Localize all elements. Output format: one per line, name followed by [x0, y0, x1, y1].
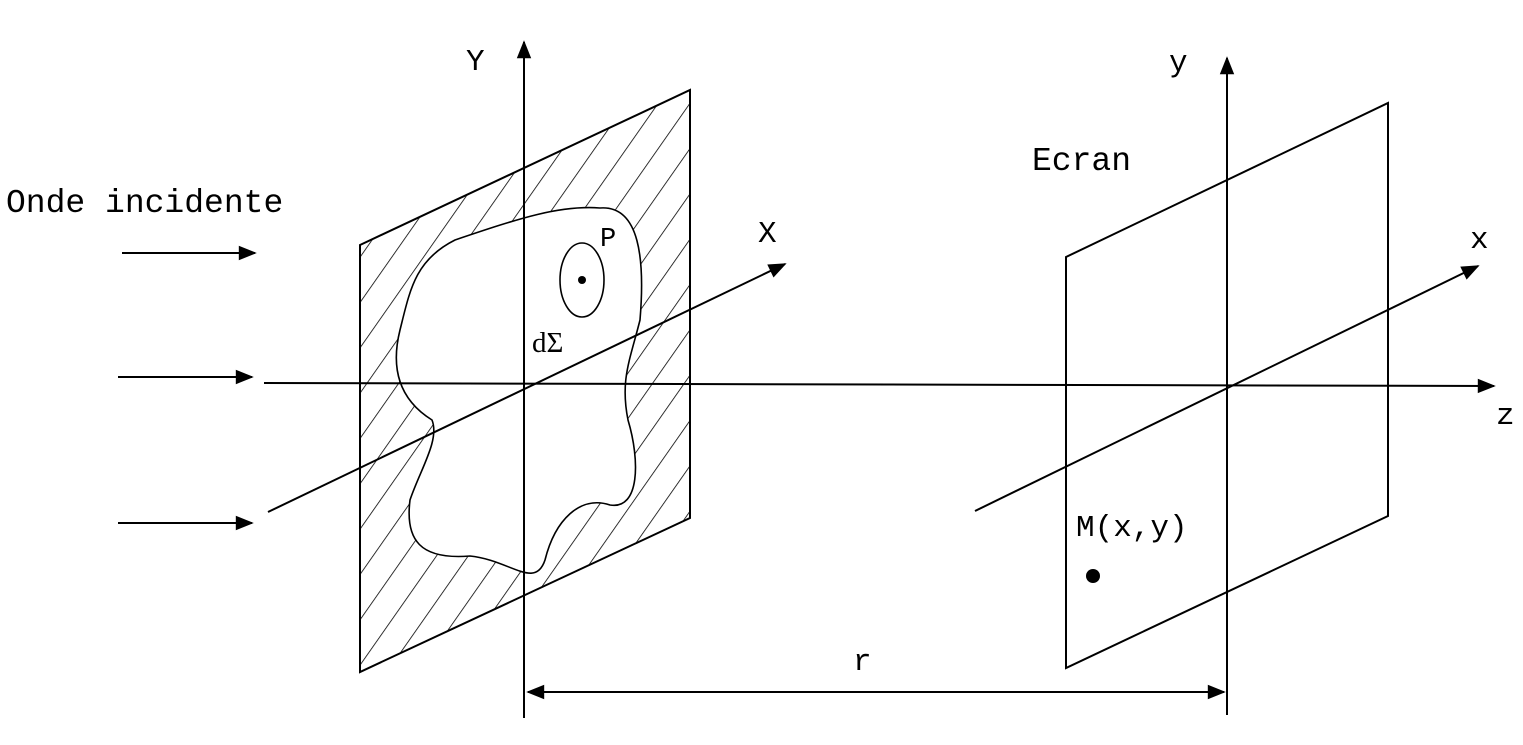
- distance-r-label: r: [853, 645, 872, 680]
- point-p-dot: [578, 276, 586, 284]
- aperture-axis-X: [267, 263, 787, 513]
- aperture-hatched-region: [360, 90, 690, 672]
- aperture-Y-label: Y: [466, 45, 485, 80]
- screen-title-label: Ecran: [1032, 143, 1131, 180]
- optical-axis-z: [263, 378, 1496, 394]
- dSigma-label: dΣ: [532, 327, 563, 359]
- aperture-plane: [359, 88, 691, 674]
- screen-x-label: x: [1470, 223, 1489, 258]
- aperture-frame: [359, 88, 691, 674]
- aperture-X-label: X: [758, 217, 777, 252]
- surface-element-dSigma: [559, 242, 605, 318]
- aperture-opening-outline: [395, 206, 643, 574]
- point-p-label: P: [600, 225, 616, 255]
- point-m-label: M(x,y): [1076, 511, 1188, 546]
- incident-wave-label: Onde incidente: [6, 185, 283, 222]
- observation-screen: [974, 56, 1480, 715]
- axis-z-label: z: [1496, 399, 1515, 434]
- incident-wave-arrows: [118, 245, 257, 531]
- point-m-dot: [1086, 569, 1100, 583]
- screen-axis-x: [974, 265, 1480, 512]
- screen-frame: [1065, 101, 1389, 670]
- screen-y-label: y: [1169, 46, 1188, 81]
